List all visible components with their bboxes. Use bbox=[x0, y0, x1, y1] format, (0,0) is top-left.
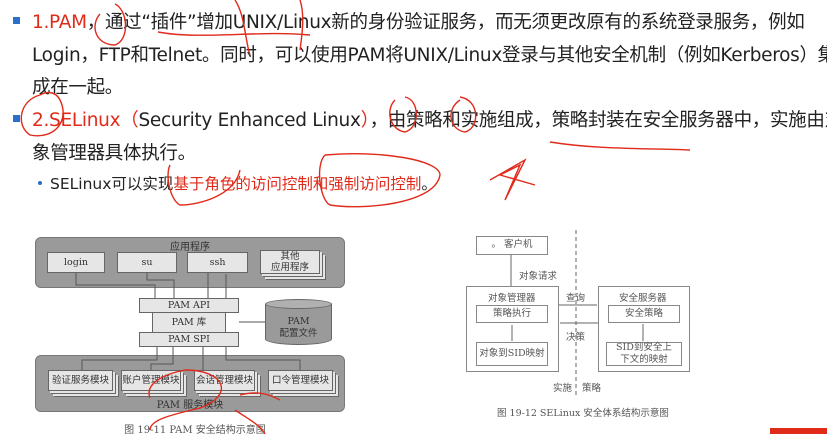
policy-exec-box: 策略执行 bbox=[476, 305, 548, 323]
text: ） bbox=[360, 110, 370, 131]
object-manager-title: 对象管理器 bbox=[488, 293, 536, 304]
client-box: 。 客户机 bbox=[476, 236, 548, 255]
bullet-marker bbox=[13, 115, 20, 122]
sub-bullet: SELinux可以实现基于角色的访问控制和强制访问控制。 bbox=[50, 172, 437, 194]
text: SELinux可以实现 bbox=[50, 175, 174, 193]
cropped-red-logo bbox=[770, 428, 827, 434]
pam-connectors bbox=[75, 273, 301, 370]
module-session: 会话管理模块 bbox=[194, 370, 255, 391]
security-server-title: 安全服务器 bbox=[619, 293, 667, 304]
text: Security Enhanced Linux bbox=[138, 110, 361, 131]
app-su: su bbox=[117, 252, 177, 273]
sub-bullet-marker bbox=[38, 181, 42, 185]
text: ，由策略和实施组成，策略封装在安全服务器中，实施由对 bbox=[369, 110, 827, 131]
pam-heading: 1.PAM bbox=[32, 12, 87, 33]
text: ，通过“插件”增加UNIX/Linux新的身份验证服务，而无须更改原有的系统登录… bbox=[86, 12, 805, 33]
selinux-caption: 图 19-12 SELinux 安全体系结构示意图 bbox=[497, 408, 669, 419]
selinux-connectors bbox=[510, 230, 644, 395]
enforce-label: 实施 bbox=[553, 383, 573, 394]
bullet-2-line-2: 象管理器具体执行。 bbox=[32, 143, 196, 164]
pam-caption: 图 19-11 PAM 安全结构示意图 bbox=[124, 425, 266, 436]
policy-label: 策略 bbox=[582, 383, 602, 394]
text: 。 bbox=[421, 175, 437, 193]
app-other: 其他 应用程序 bbox=[260, 250, 320, 274]
query-label: 查询 bbox=[566, 293, 586, 304]
pam-lib: PAM 库 bbox=[152, 313, 226, 332]
pam-config-file: PAM 配置文件 bbox=[265, 304, 332, 345]
security-policy-box: 安全策略 bbox=[608, 305, 680, 323]
request-label: 对象请求 bbox=[519, 271, 558, 282]
sid-context-box: SID到安全上 下文的映射 bbox=[606, 342, 682, 366]
app-login: login bbox=[47, 252, 105, 273]
bullet-1-line-2: Login，FTP和Telnet。同时，可以使用PAM将UNIX/Linux登录… bbox=[32, 45, 827, 66]
app-ssh: ssh bbox=[187, 252, 248, 273]
bullet-1-line-3: 成在一起。 bbox=[32, 77, 124, 98]
bullet-marker bbox=[13, 17, 20, 24]
pam-spi: PAM SPI bbox=[139, 332, 239, 347]
cylinder-top bbox=[265, 299, 332, 309]
bullet-1-line-1: 1.PAM，通过“插件”增加UNIX/Linux新的身份验证服务，而无须更改原有… bbox=[32, 8, 805, 34]
highlight-text: 基于角色的访问控制和强制访问控制 bbox=[173, 175, 422, 193]
apps-title: 应用程序 bbox=[170, 242, 210, 253]
sid-map-box: 对象到SID映射 bbox=[476, 342, 548, 366]
module-password: 口令管理模块 bbox=[268, 370, 333, 391]
pam-api: PAM API bbox=[139, 298, 239, 313]
handwritten-annotations bbox=[20, 0, 691, 434]
modules-title: PAM 服务模块 bbox=[156, 400, 224, 411]
module-auth: 验证服务模块 bbox=[48, 370, 113, 391]
